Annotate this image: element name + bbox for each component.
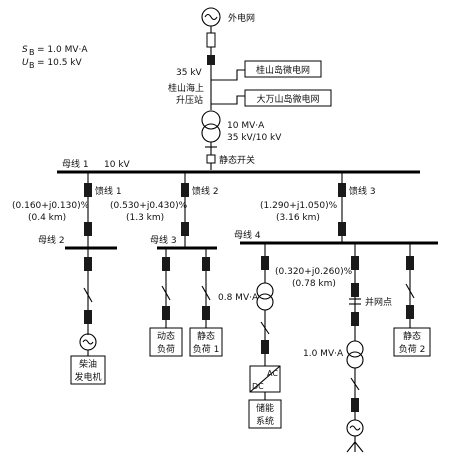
pcc-line-breaker-2 xyxy=(351,283,359,297)
feeder2-impedance: (0.530+j0.430)% xyxy=(110,201,188,211)
diesel-generator-box xyxy=(70,355,106,385)
dynamic-load-line2: 负荷 xyxy=(157,343,175,355)
feeder3-label: 馈线 3 xyxy=(349,185,376,197)
dyn-load-breaker-low xyxy=(162,306,170,320)
external-grid-source-icon xyxy=(201,7,221,27)
external-grid-label: 外电网 xyxy=(228,12,255,24)
static-load2-line2: 负荷 2 xyxy=(399,343,426,355)
static-load1-line1: 静态 xyxy=(197,330,215,342)
static-load2-line1: 静态 xyxy=(403,330,421,342)
static-switch-icon xyxy=(206,154,216,164)
static-load1-line2: 负荷 1 xyxy=(193,343,220,355)
base-voltage-value: = 10.5 kV xyxy=(37,58,83,68)
feeder3-impedance: (1.290+j1.050)% xyxy=(260,201,338,211)
dawanshan-microgrid-box xyxy=(244,89,332,107)
diesel-disconnect xyxy=(83,287,93,303)
st-load2-disconnect xyxy=(405,283,415,299)
feeder2-label: 馈线 2 xyxy=(192,185,219,197)
feeder1-impedance: (0.160+j0.130)% xyxy=(12,201,90,211)
wind-generator-icon xyxy=(346,419,364,453)
feeder1-length: (0.4 km) xyxy=(28,213,66,223)
main-xfmr-ratio: 35 kV/10 kV xyxy=(227,133,282,143)
bus4-branch-impedance: (0.320+j0.260)% xyxy=(275,267,353,277)
diesel-breaker xyxy=(84,257,92,271)
dynamic-load-line1: 动态 xyxy=(157,330,175,342)
wind-xfmr-rating: 1.0 MV·A xyxy=(303,349,344,359)
kv35-label: 35 kV xyxy=(176,68,203,78)
static-load1-box xyxy=(189,327,223,357)
feeder3-breaker xyxy=(338,183,346,197)
grid-breaker-closed xyxy=(207,55,215,65)
base-power-value: = 1.0 MV·A xyxy=(37,45,88,55)
bus1-voltage: 10 kV xyxy=(104,160,131,170)
feeder1-breaker xyxy=(84,183,92,197)
bus4-branch-length: (0.78 km) xyxy=(292,279,336,289)
station-label-line1: 桂山海上 xyxy=(168,82,204,94)
dawanshan-microgrid-label: 大万山岛微电网 xyxy=(256,93,319,105)
feeder3-breaker-end xyxy=(338,222,346,236)
storage-label-line2: 系统 xyxy=(256,415,274,427)
st-load2-breaker xyxy=(406,256,414,270)
storage-xfmr-rating: 0.8 MV·A xyxy=(218,293,259,303)
st-load2-breaker-low xyxy=(406,305,414,319)
feeder2-length: (1.3 km) xyxy=(126,213,164,223)
storage-breaker-low xyxy=(261,340,269,354)
static-load2-box xyxy=(393,327,431,357)
bus3-label: 母线 3 xyxy=(150,234,177,246)
converter-ac-label: AC xyxy=(267,369,278,378)
guishan-microgrid-label: 桂山岛微电网 xyxy=(256,64,310,76)
dyn-load-breaker xyxy=(162,257,170,271)
grid-breaker-open xyxy=(206,32,216,48)
wind-breaker-low xyxy=(351,398,359,412)
storage-system-box xyxy=(248,399,282,429)
base-power-sub: B xyxy=(29,48,35,57)
static-switch-label: 静态开关 xyxy=(219,154,255,166)
guishan-microgrid-box xyxy=(244,60,322,78)
st-load1-disconnect xyxy=(201,285,211,301)
main-xfmr-rating: 10 MV·A xyxy=(227,121,265,131)
pcc-breaker-low xyxy=(351,312,359,326)
feeder2-breaker-end xyxy=(181,222,189,236)
base-power-symbol: S xyxy=(22,45,28,55)
storage-breaker xyxy=(261,256,269,270)
bus4-label: 母线 4 xyxy=(234,229,261,241)
diesel-generator-icon xyxy=(79,333,97,351)
storage-transformer-icon xyxy=(256,282,274,311)
station-label-line2: 升压站 xyxy=(176,94,203,106)
diesel-breaker-low xyxy=(84,310,92,324)
bus1-label: 母线 1 xyxy=(62,158,89,170)
pcc-line-breaker xyxy=(351,256,359,270)
pcc-label: 并网点 xyxy=(365,296,392,308)
dyn-load-disconnect xyxy=(161,285,171,301)
base-voltage-symbol: U xyxy=(22,58,29,68)
main-transformer-icon xyxy=(201,110,221,143)
bus2-label: 母线 2 xyxy=(38,234,65,246)
st-load1-breaker-low xyxy=(202,306,210,320)
wind-disconnect xyxy=(350,377,360,391)
wind-transformer-icon xyxy=(346,340,364,369)
st-load1-breaker xyxy=(202,257,210,271)
converter-dc-label: DC xyxy=(252,382,264,391)
storage-label-line1: 储能 xyxy=(256,402,274,414)
feeder1-label: 馈线 1 xyxy=(95,185,122,197)
base-voltage-sub: B xyxy=(29,61,35,70)
feeder1-breaker-end xyxy=(84,222,92,236)
feeder3-length: (3.16 km) xyxy=(276,213,320,223)
diesel-label-line1: 柴油 xyxy=(79,358,97,370)
feeder2-breaker xyxy=(181,183,189,197)
dynamic-load-box xyxy=(149,327,183,357)
diesel-label-line2: 发电机 xyxy=(74,371,101,383)
storage-disconnect xyxy=(260,321,270,335)
